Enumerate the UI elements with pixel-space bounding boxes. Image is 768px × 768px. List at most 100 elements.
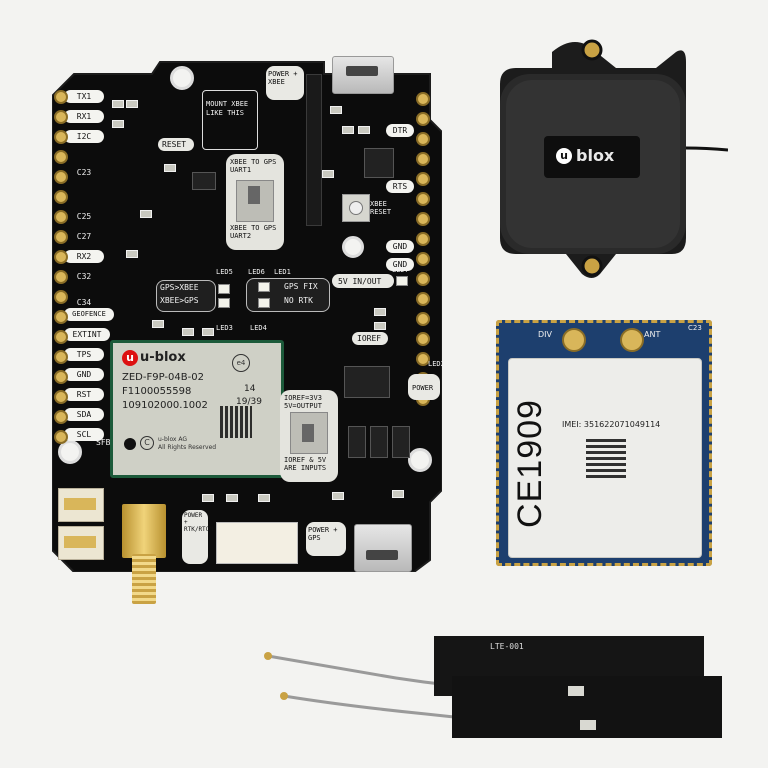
lte-antenna-label: LTE-001 — [490, 642, 524, 651]
led-label-6: LED6 — [248, 268, 265, 276]
module-serial: F1100055598 — [122, 386, 192, 397]
ufl-div-connector[interactable] — [562, 328, 586, 352]
led-6 — [258, 282, 270, 292]
ublox-logo-icon: u — [122, 350, 138, 366]
reset-pill — [158, 138, 194, 151]
reset-label: RESET — [162, 140, 187, 149]
xbee-gps-label: XBEE>GPS — [160, 296, 199, 305]
micro-usb-bottom-slot — [366, 550, 398, 560]
pin-label-gnd-right: GND — [386, 240, 414, 253]
ce-mark: CE1909 — [510, 399, 549, 528]
mount-hole — [408, 448, 432, 472]
pin-label-rx2: RX2 — [64, 250, 104, 263]
gps-xbee-pill — [156, 280, 216, 312]
xbee-uart2-label: XBEE TO GPS UART2 — [230, 224, 277, 240]
left-pad-column — [54, 88, 68, 448]
mount-hole — [170, 66, 194, 90]
ioref-slide-switch-knob — [302, 424, 314, 442]
ioref-label: IOREF — [357, 334, 382, 343]
left-pin-header: TX1 RX1 I2C C23 C25 C27 RX2 C32 C34 GEOF… — [64, 88, 124, 448]
led-4 — [258, 298, 270, 308]
lte-antenna-connector-2 — [580, 720, 596, 730]
pin-label-dtr: DTR — [386, 124, 414, 137]
pin-label-c27: C27 — [76, 232, 92, 241]
ant-label: ANT — [644, 330, 661, 339]
lte-antenna-connector-1 — [568, 686, 584, 696]
module-brand: u-blox — [140, 350, 186, 365]
xbee-reset-label: XBEE RESET — [370, 200, 392, 216]
lte-qr-code — [586, 438, 626, 478]
qwiic-connector[interactable] — [216, 522, 298, 564]
chip-u12 — [192, 172, 216, 190]
chip-d1 — [348, 426, 366, 458]
uart-slide-switch-knob — [248, 186, 260, 204]
module-date1: 14 — [244, 384, 256, 394]
gps-antenna: u blox — [496, 28, 728, 284]
module-model: ZED-F9P-04B-02 — [122, 372, 204, 383]
module-dot-icon — [124, 438, 136, 450]
mount-hole — [58, 440, 82, 464]
jst-connector-2-pins — [64, 536, 96, 548]
gps-board: TX1 RX1 I2C C23 C25 C27 RX2 C32 C34 GEOF… — [52, 56, 445, 604]
module-e4-icon: e4 — [232, 354, 250, 372]
div-label: DIV — [538, 330, 552, 339]
power-gps-label: POWER + GPS — [308, 526, 338, 542]
gps-fix-label: GPS FIX — [284, 282, 318, 291]
mount-xbee-box — [202, 90, 258, 150]
module-copyright-icon: C — [140, 436, 154, 450]
xbee-uart1-label: XBEE TO GPS UART1 — [230, 158, 277, 174]
power-xbee-pill — [266, 66, 304, 100]
led-label-7: LED7 — [392, 266, 409, 274]
power-rtk-label: POWER + RTK/RTCM — [184, 512, 213, 533]
pin-label-geofence: GEOFENCE — [64, 308, 114, 321]
power-pill — [408, 374, 440, 400]
jst-connector-1-pins — [64, 498, 96, 510]
pin-label-c34: C34 — [76, 298, 92, 307]
pin-label-rst: RST — [64, 388, 104, 401]
led-5 — [218, 284, 230, 294]
power-xbee-label: POWER + XBEE — [268, 70, 298, 86]
power-gps-pill — [306, 522, 346, 556]
chip-d2 — [370, 426, 388, 458]
pin-label-gnd-right-2: GND — [386, 258, 414, 271]
led-label-1: LED1 — [274, 268, 291, 276]
led-3 — [218, 298, 230, 308]
ioref-switch-label: IOREF=3V3 5V=OUTPUT — [284, 394, 322, 410]
ufl-ant-connector[interactable] — [620, 328, 644, 352]
pin-label-sda: SDA — [64, 408, 104, 421]
pin-label-tps: TPS — [64, 348, 104, 361]
lte-module-edge-pads — [496, 320, 712, 566]
mount-xbee-label: MOUNT XBEE LIKE THIS — [206, 100, 249, 117]
lte-module: DIV ANT C23 CE1909 IMEI: 351622071049114 — [496, 320, 712, 566]
pin-label-c25: C25 — [76, 212, 92, 221]
module-copyright-2: All Rights Reserved — [158, 444, 217, 451]
mount-hole — [342, 236, 364, 258]
antenna-ublox-icon: u — [556, 148, 572, 164]
micro-usb-bottom[interactable] — [354, 524, 412, 572]
gps-xbee-label: GPS>XBEE — [160, 283, 199, 292]
power-label: POWER — [412, 384, 434, 392]
imei-text: IMEI: 351622071049114 — [562, 420, 661, 429]
no-rtk-label: NO RTK — [284, 296, 313, 305]
lte-antennas: LTE-001 — [256, 630, 732, 742]
pin-label-rx1: RX1 — [64, 110, 104, 123]
pin-label-scl: SCL — [64, 428, 104, 441]
power-rtk-pill — [182, 510, 208, 564]
pin-label-i2c: I2C — [64, 130, 104, 143]
sma-connector-thread[interactable] — [132, 554, 156, 604]
pin-label-c32: C32 — [76, 272, 92, 281]
module-qr-code — [220, 406, 252, 438]
pin-label-rts: RTS — [386, 180, 414, 193]
five-v-label: 5V IN/OUT — [338, 277, 382, 286]
sma-connector-base — [122, 504, 166, 558]
micro-usb-top-slot — [346, 66, 378, 76]
xbee-header — [306, 74, 322, 226]
ioref-inputs-label: IOREF & 5V ARE INPUTS — [284, 456, 327, 472]
module-code: 109102000.1002 — [122, 400, 208, 411]
silk-sfb: SFB — [96, 438, 111, 447]
module-copyright-1: u-blox AG — [158, 436, 188, 443]
chip-d3 — [392, 426, 410, 458]
pin-label-extint: EXTINT — [64, 328, 110, 341]
ioref-pill — [352, 332, 388, 345]
led-label-3: LED3 — [216, 324, 233, 332]
